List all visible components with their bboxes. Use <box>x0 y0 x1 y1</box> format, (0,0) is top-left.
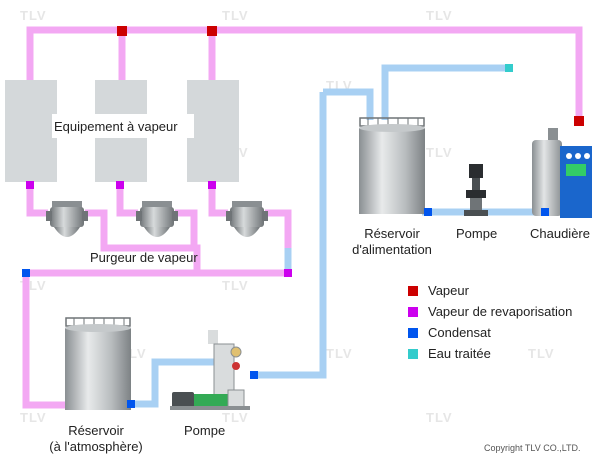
steam-marker <box>117 26 127 36</box>
flash-steam-marker <box>116 181 124 189</box>
steam-pipes <box>26 26 583 124</box>
legend-item-condensate: Condensat <box>408 325 491 341</box>
legend-item-treated-water: Eau traitée <box>408 346 491 362</box>
condensate-marker <box>22 269 30 277</box>
condensate-pump <box>170 330 250 410</box>
boiler <box>532 128 592 218</box>
steam-trap <box>226 201 268 237</box>
legend-swatch <box>408 328 418 338</box>
steam-trap <box>46 201 88 237</box>
flash-steam-marker <box>208 181 216 189</box>
equipment-label-bg <box>52 114 194 138</box>
feed-tank-label: Réservoir d'alimentation <box>347 226 437 258</box>
atmospheric-tank-label: Réservoir (à l'atmosphère) <box>40 423 152 455</box>
steam-trap <box>136 201 178 237</box>
legend-item-flash-steam: Vapeur de revaporisation <box>408 304 572 320</box>
watermark: TLV <box>20 8 47 23</box>
pipe-markers <box>22 26 584 408</box>
boiler-label: Chaudière <box>530 226 590 241</box>
legend-item-steam: Vapeur <box>408 283 469 299</box>
watermark: TLV <box>222 410 249 425</box>
steam-equipment-unit <box>187 80 239 182</box>
watermark: TLV <box>426 8 453 23</box>
legend-label: Vapeur <box>428 283 469 298</box>
atmospheric-tank <box>65 317 131 410</box>
flash-steam-marker <box>284 269 292 277</box>
legend-swatch <box>408 307 418 317</box>
watermark: TLV <box>528 346 555 361</box>
condensate-pump-label: Pompe <box>184 423 226 438</box>
copyright-notice: Copyright TLV CO.,LTD. <box>484 443 581 453</box>
steam-trap-label: Purgeur de vapeur <box>90 250 198 265</box>
atmospheric-tank-label-line1: Réservoir <box>68 423 124 438</box>
legend-label: Eau traitée <box>428 346 491 361</box>
feed-tank-label-line1: Réservoir <box>364 226 420 241</box>
legend-swatch <box>408 286 418 296</box>
condensate-marker <box>127 400 135 408</box>
steam-equipment-units <box>5 80 239 182</box>
condensate-marker <box>250 371 258 379</box>
steam-marker <box>574 116 584 126</box>
legend-swatch <box>408 349 418 359</box>
watermark: TLV <box>20 410 47 425</box>
watermark: TLV <box>222 278 249 293</box>
flash-steam-pipes <box>22 185 292 409</box>
feed-tank <box>359 117 425 214</box>
feed-pump <box>464 164 488 216</box>
steam-header-pipe <box>26 26 583 124</box>
watermark: TLV <box>426 410 453 425</box>
feed-tank-label-line2: d'alimentation <box>352 242 432 257</box>
treated-water-marker <box>505 64 513 72</box>
flash-steam-marker <box>26 181 34 189</box>
steam-marker <box>207 26 217 36</box>
legend-label: Vapeur de revaporisation <box>428 304 573 319</box>
legend-label: Condensat <box>428 325 491 340</box>
condensate-marker <box>424 208 432 216</box>
condensate-marker <box>541 208 549 216</box>
atmospheric-tank-label-line2: (à l'atmosphère) <box>49 439 143 454</box>
feed-pump-label: Pompe <box>456 226 498 241</box>
steam-equipment-label: Equipement à vapeur <box>54 119 178 134</box>
watermark: TLV <box>326 346 353 361</box>
steam-equipment-unit <box>5 80 57 182</box>
watermark: TLV <box>222 8 249 23</box>
watermark: TLV <box>426 145 453 160</box>
